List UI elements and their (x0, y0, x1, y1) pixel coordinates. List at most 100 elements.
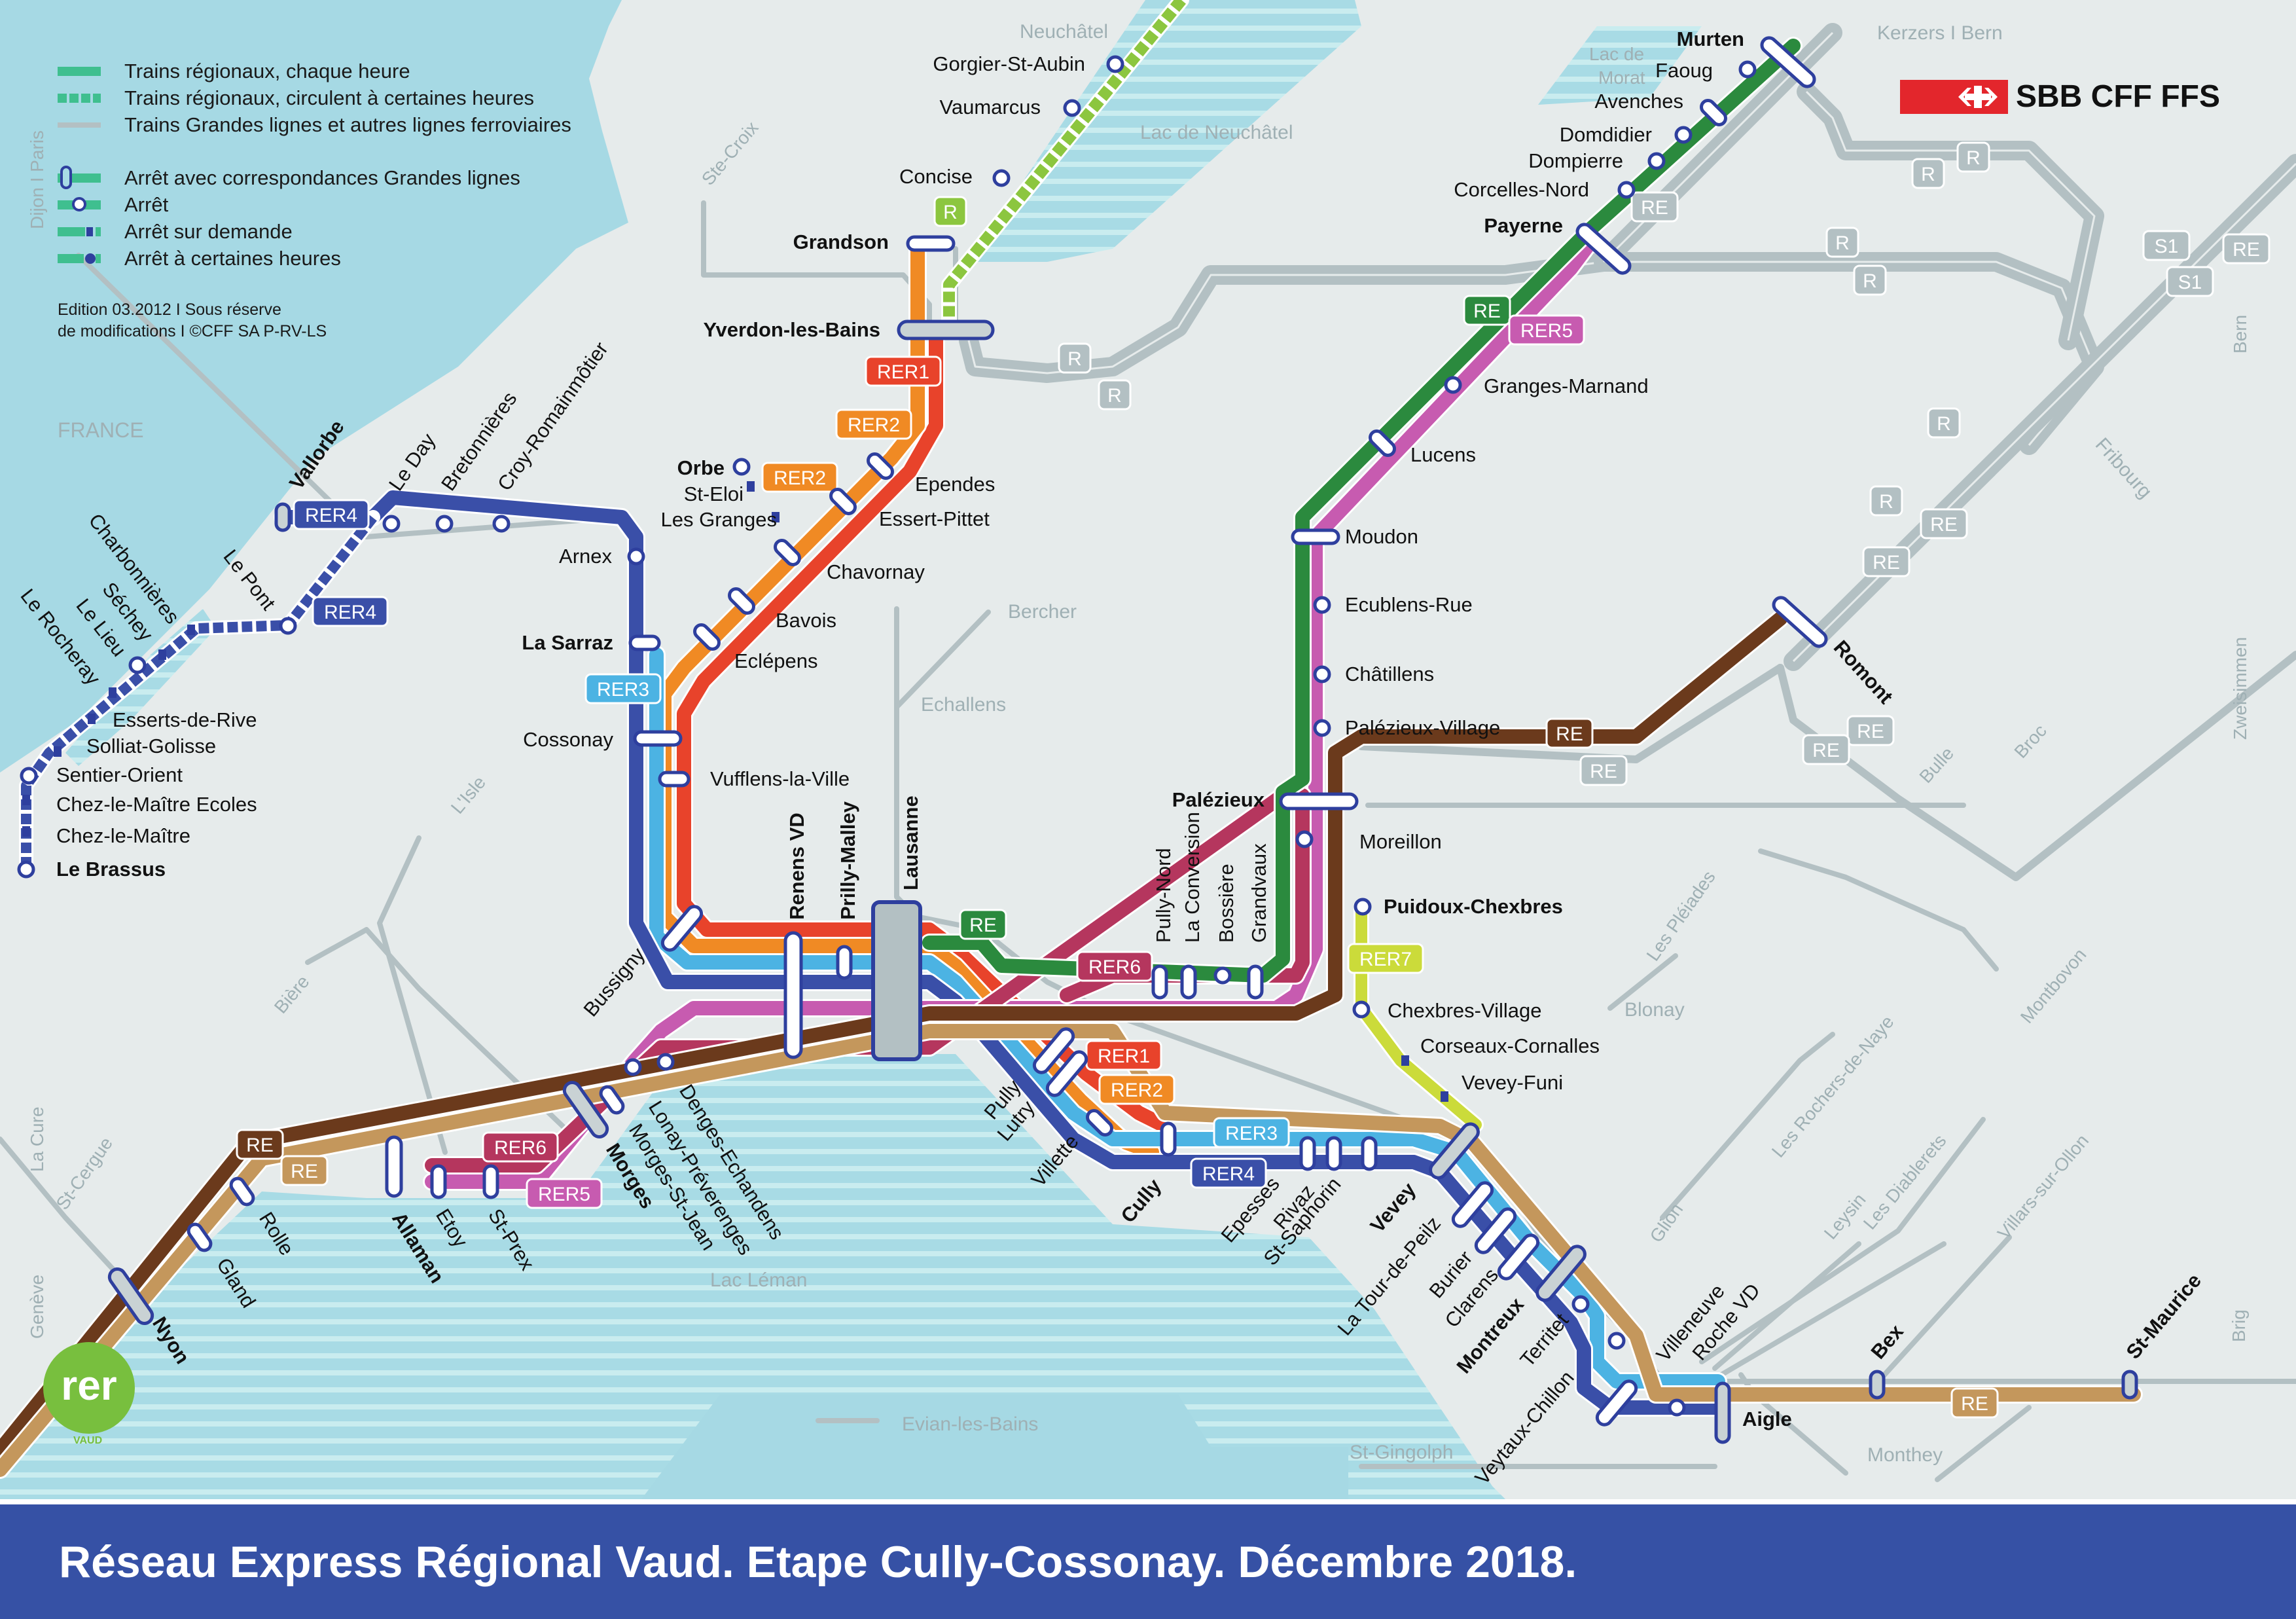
station[interactable]: Dompierre (1528, 149, 1666, 172)
station[interactable]: Vevey-Funi (1441, 1071, 1563, 1102)
station[interactable]: Ecublens-Rue (1313, 593, 1473, 616)
station[interactable]: Aigle (1714, 1381, 1792, 1444)
station[interactable]: Prilly-Malley (836, 801, 859, 980)
station[interactable]: Les Granges (661, 508, 780, 531)
line-rer4[interactable] (276, 490, 1729, 1415)
station[interactable]: Arnex (559, 545, 645, 568)
station[interactable]: Orbe (677, 456, 751, 479)
station[interactable]: Lausanne (871, 795, 922, 1061)
station[interactable]: Faoug (1655, 59, 1757, 82)
line-badge[interactable]: RER4 (293, 499, 370, 530)
line-badge[interactable]: R (1098, 379, 1132, 410)
line-badge-label: RE (246, 1135, 274, 1156)
station[interactable]: Murten (1677, 27, 1818, 90)
station[interactable]: Essert-Pittet (828, 486, 990, 530)
line-badge[interactable]: RE (1950, 1387, 1999, 1419)
line-badge[interactable]: RER5 (1508, 314, 1585, 346)
line-badge[interactable]: R (1869, 485, 1903, 517)
station[interactable]: Le Brassus (17, 858, 166, 881)
line-badge[interactable]: RER6 (482, 1131, 559, 1163)
line-badge[interactable]: RER6 (1076, 951, 1153, 982)
station[interactable]: Gorgier-St-Aubin (933, 52, 1124, 75)
line-badge[interactable]: RER1 (865, 355, 942, 387)
station[interactable]: Bossière (1213, 864, 1238, 985)
station[interactable]: Vaumarcus (940, 96, 1081, 118)
line-badge[interactable]: RE (236, 1129, 284, 1160)
line-badge[interactable]: R (1956, 141, 1990, 173)
line-badge[interactable]: RER2 (761, 462, 838, 493)
line-re_green[interactable] (922, 39, 1801, 983)
line-badge[interactable]: RER3 (1213, 1117, 1290, 1148)
station[interactable]: Palézieux-Village (1313, 716, 1500, 739)
line-re_tan[interactable] (0, 1024, 2141, 1477)
line-badge[interactable]: S1 (2142, 230, 2191, 261)
line-re_brown[interactable] (0, 611, 1787, 1457)
line-rer1[interactable] (677, 333, 1172, 1159)
interchange-marker-icon (1760, 36, 1816, 88)
line-badge[interactable]: RE (1545, 718, 1594, 749)
station[interactable]: Cossonay (523, 728, 683, 751)
line-badge[interactable]: RER3 (584, 673, 662, 704)
station[interactable]: Chavornay (772, 537, 925, 583)
station[interactable]: Puidoux-Chexbres (1354, 895, 1563, 918)
station[interactable]: Payerne (1484, 214, 1632, 276)
station[interactable]: St-Eloi (684, 481, 755, 505)
station[interactable]: Corcelles-Nord (1454, 178, 1636, 201)
interchange-marker-icon (1160, 1121, 1177, 1157)
station[interactable]: La Conversion (1180, 812, 1204, 1000)
station[interactable]: Moreillon (1295, 830, 1442, 853)
station[interactable]: La Sarraz (522, 631, 661, 654)
line-rer4_joux[interactable] (21, 514, 378, 867)
line-r_lime[interactable] (943, 0, 1186, 331)
line-badge[interactable]: R (1927, 407, 1961, 439)
line-badge[interactable]: RER2 (835, 409, 912, 440)
station[interactable]: Palézieux (1172, 788, 1359, 811)
station[interactable]: Eclépens (692, 622, 818, 672)
line-badge[interactable]: RER2 (1098, 1074, 1175, 1105)
line-badge[interactable]: RE (1463, 295, 1511, 326)
station[interactable]: Sentier-Orient (20, 763, 183, 786)
station[interactable]: Esserts-de-Rive (88, 708, 257, 731)
line-badge[interactable]: RE (1846, 715, 1895, 746)
station[interactable]: Grandvaux (1247, 843, 1270, 1000)
line-badge[interactable]: RER4 (1190, 1157, 1267, 1189)
line-badge[interactable]: RE (280, 1155, 329, 1186)
line-badge[interactable]: RE (2222, 233, 2270, 264)
station[interactable]: Chez-le-Maître Ecoles (22, 793, 257, 816)
station[interactable]: Corseaux-Cornalles (1401, 1034, 1600, 1066)
line-badge[interactable]: R (1058, 342, 1092, 374)
line-rer3[interactable] (649, 647, 1725, 1389)
line-badge[interactable]: R (1911, 158, 1945, 189)
line-badge[interactable]: RE (1802, 734, 1850, 765)
line-badge[interactable]: RE (1579, 755, 1628, 786)
station[interactable]: Avenches (1594, 90, 1728, 128)
station[interactable]: Solliat-Golisse (54, 735, 216, 757)
station[interactable]: Renens VD (783, 812, 808, 1059)
station[interactable]: Vufflens-la-Ville (658, 767, 850, 790)
line-badge[interactable]: RE (1630, 191, 1679, 223)
station[interactable]: Ependes (865, 451, 995, 496)
station[interactable]: Domdidier (1560, 123, 1693, 146)
line-badge[interactable]: S1 (2166, 266, 2214, 297)
station[interactable]: Yverdon-les-Bains (704, 318, 995, 341)
line-badge[interactable]: R (1825, 227, 1859, 258)
line-badge[interactable]: RER4 (312, 596, 389, 627)
station[interactable]: Granges-Marnand (1444, 374, 1649, 397)
line-badge[interactable]: RE (1920, 508, 1968, 539)
station[interactable]: Pully-Nord (1151, 848, 1175, 1000)
station[interactable]: Bavois (726, 586, 836, 632)
line-badge[interactable]: RER1 (1085, 1040, 1162, 1071)
line-badge[interactable]: RER7 (1347, 943, 1424, 974)
line-badge[interactable]: RE (1862, 546, 1910, 577)
station[interactable]: Moudon (1291, 525, 1418, 548)
station[interactable]: Grandson (793, 230, 956, 253)
line-badge[interactable]: RER5 (526, 1178, 603, 1209)
station[interactable]: Concise (899, 165, 1011, 188)
station[interactable]: Chexbres-Village (1352, 999, 1542, 1022)
station[interactable]: Châtillens (1313, 663, 1434, 685)
line-badge[interactable]: R (1853, 264, 1887, 296)
station[interactable]: Chez-le-Maître (22, 824, 190, 847)
line-badge[interactable]: R (933, 196, 967, 227)
station[interactable]: Lucens (1367, 428, 1476, 466)
line-badge[interactable]: RE (959, 909, 1007, 940)
